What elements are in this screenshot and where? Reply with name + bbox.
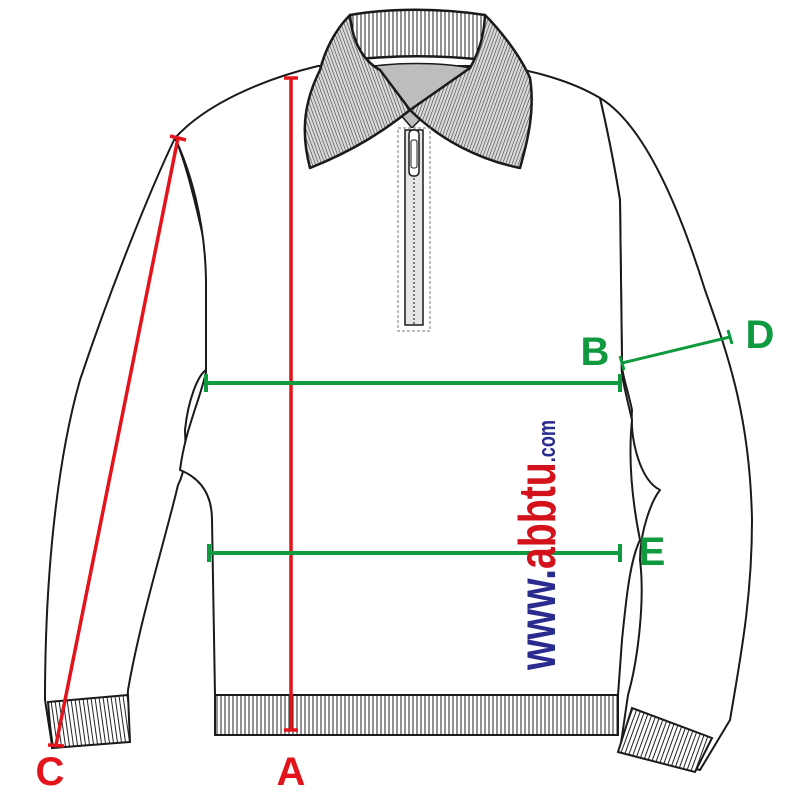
left-cuff [46,693,132,750]
zipper [397,127,431,332]
watermark-suffix: .com [534,420,561,462]
measure-E-hem-width [207,544,622,562]
right-cuff [616,706,714,774]
label-b: B [581,330,610,374]
watermark-prefix: www. [509,569,567,671]
watermark: www.abbtu.com [509,420,567,671]
label-e: E [639,530,666,574]
collar-inner-band [348,8,487,62]
left-sleeve [44,137,207,746]
measure-D-sleeve-width [618,329,734,371]
collar-left-flap [303,13,412,170]
collar [303,8,533,170]
watermark-brand: abbtu [509,462,567,569]
hem-rib [214,694,619,736]
label-c: C [36,750,65,794]
measure-B-chest-width [204,374,622,392]
measure-C-sleeve-length [47,134,187,748]
svg-text:www.abbtu.com: www.abbtu.com [509,420,567,671]
collar-right-flap [408,13,533,170]
label-d: D [746,313,775,357]
label-a: A [277,750,306,794]
right-sleeve [599,97,753,771]
measure-A-body-length [284,76,298,732]
